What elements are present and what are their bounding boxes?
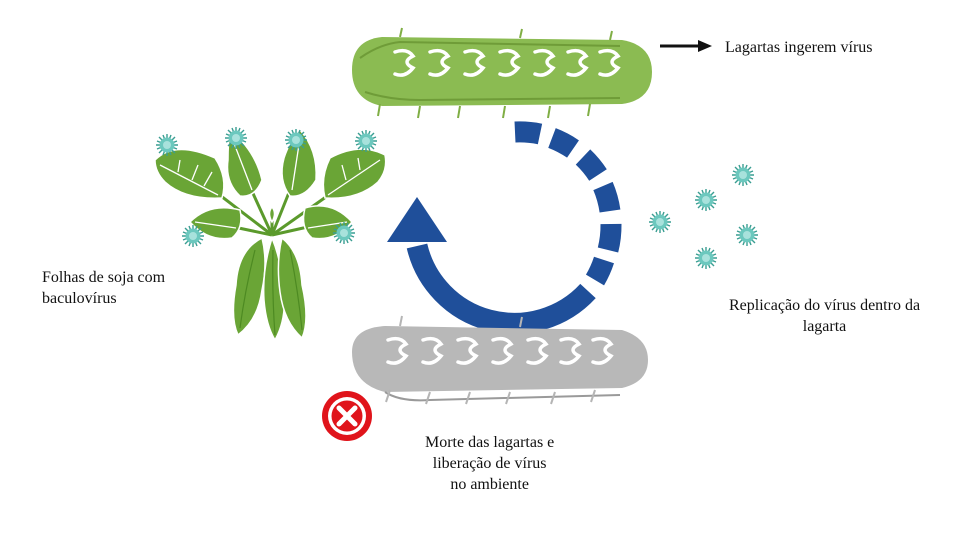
soybean-plant-icon <box>154 128 387 342</box>
label-line: Replicação do vírus dentro da <box>729 297 921 314</box>
label-line: lagarta <box>802 318 847 335</box>
cross-icon <box>322 391 372 441</box>
label-caterpillars-ingest: Lagartas ingerem vírus <box>725 37 873 58</box>
cycle-arrow-icon <box>387 197 596 334</box>
label-line: Lagartas ingerem vírus <box>725 39 873 56</box>
label-line: Folhas de soja com <box>42 269 166 286</box>
label-caterpillar-death: Morte das lagartas e liberação de vírus … <box>425 432 554 495</box>
green-caterpillar-icon <box>352 27 652 119</box>
label-soy-leaves: Folhas de soja com baculovírus <box>42 267 165 309</box>
label-virus-replication: Replicação do vírus dentro da lagarta <box>729 295 920 337</box>
label-line: Morte das lagartas e <box>425 434 555 451</box>
cycle-arrow-dashes <box>514 121 622 286</box>
label-line: no ambiente <box>450 476 529 493</box>
free-virus-group <box>648 163 759 270</box>
arrow-right-icon <box>660 40 712 52</box>
label-line: liberação de vírus <box>432 455 547 472</box>
gray-caterpillar-icon <box>352 315 648 405</box>
label-line: baculovírus <box>42 290 117 307</box>
